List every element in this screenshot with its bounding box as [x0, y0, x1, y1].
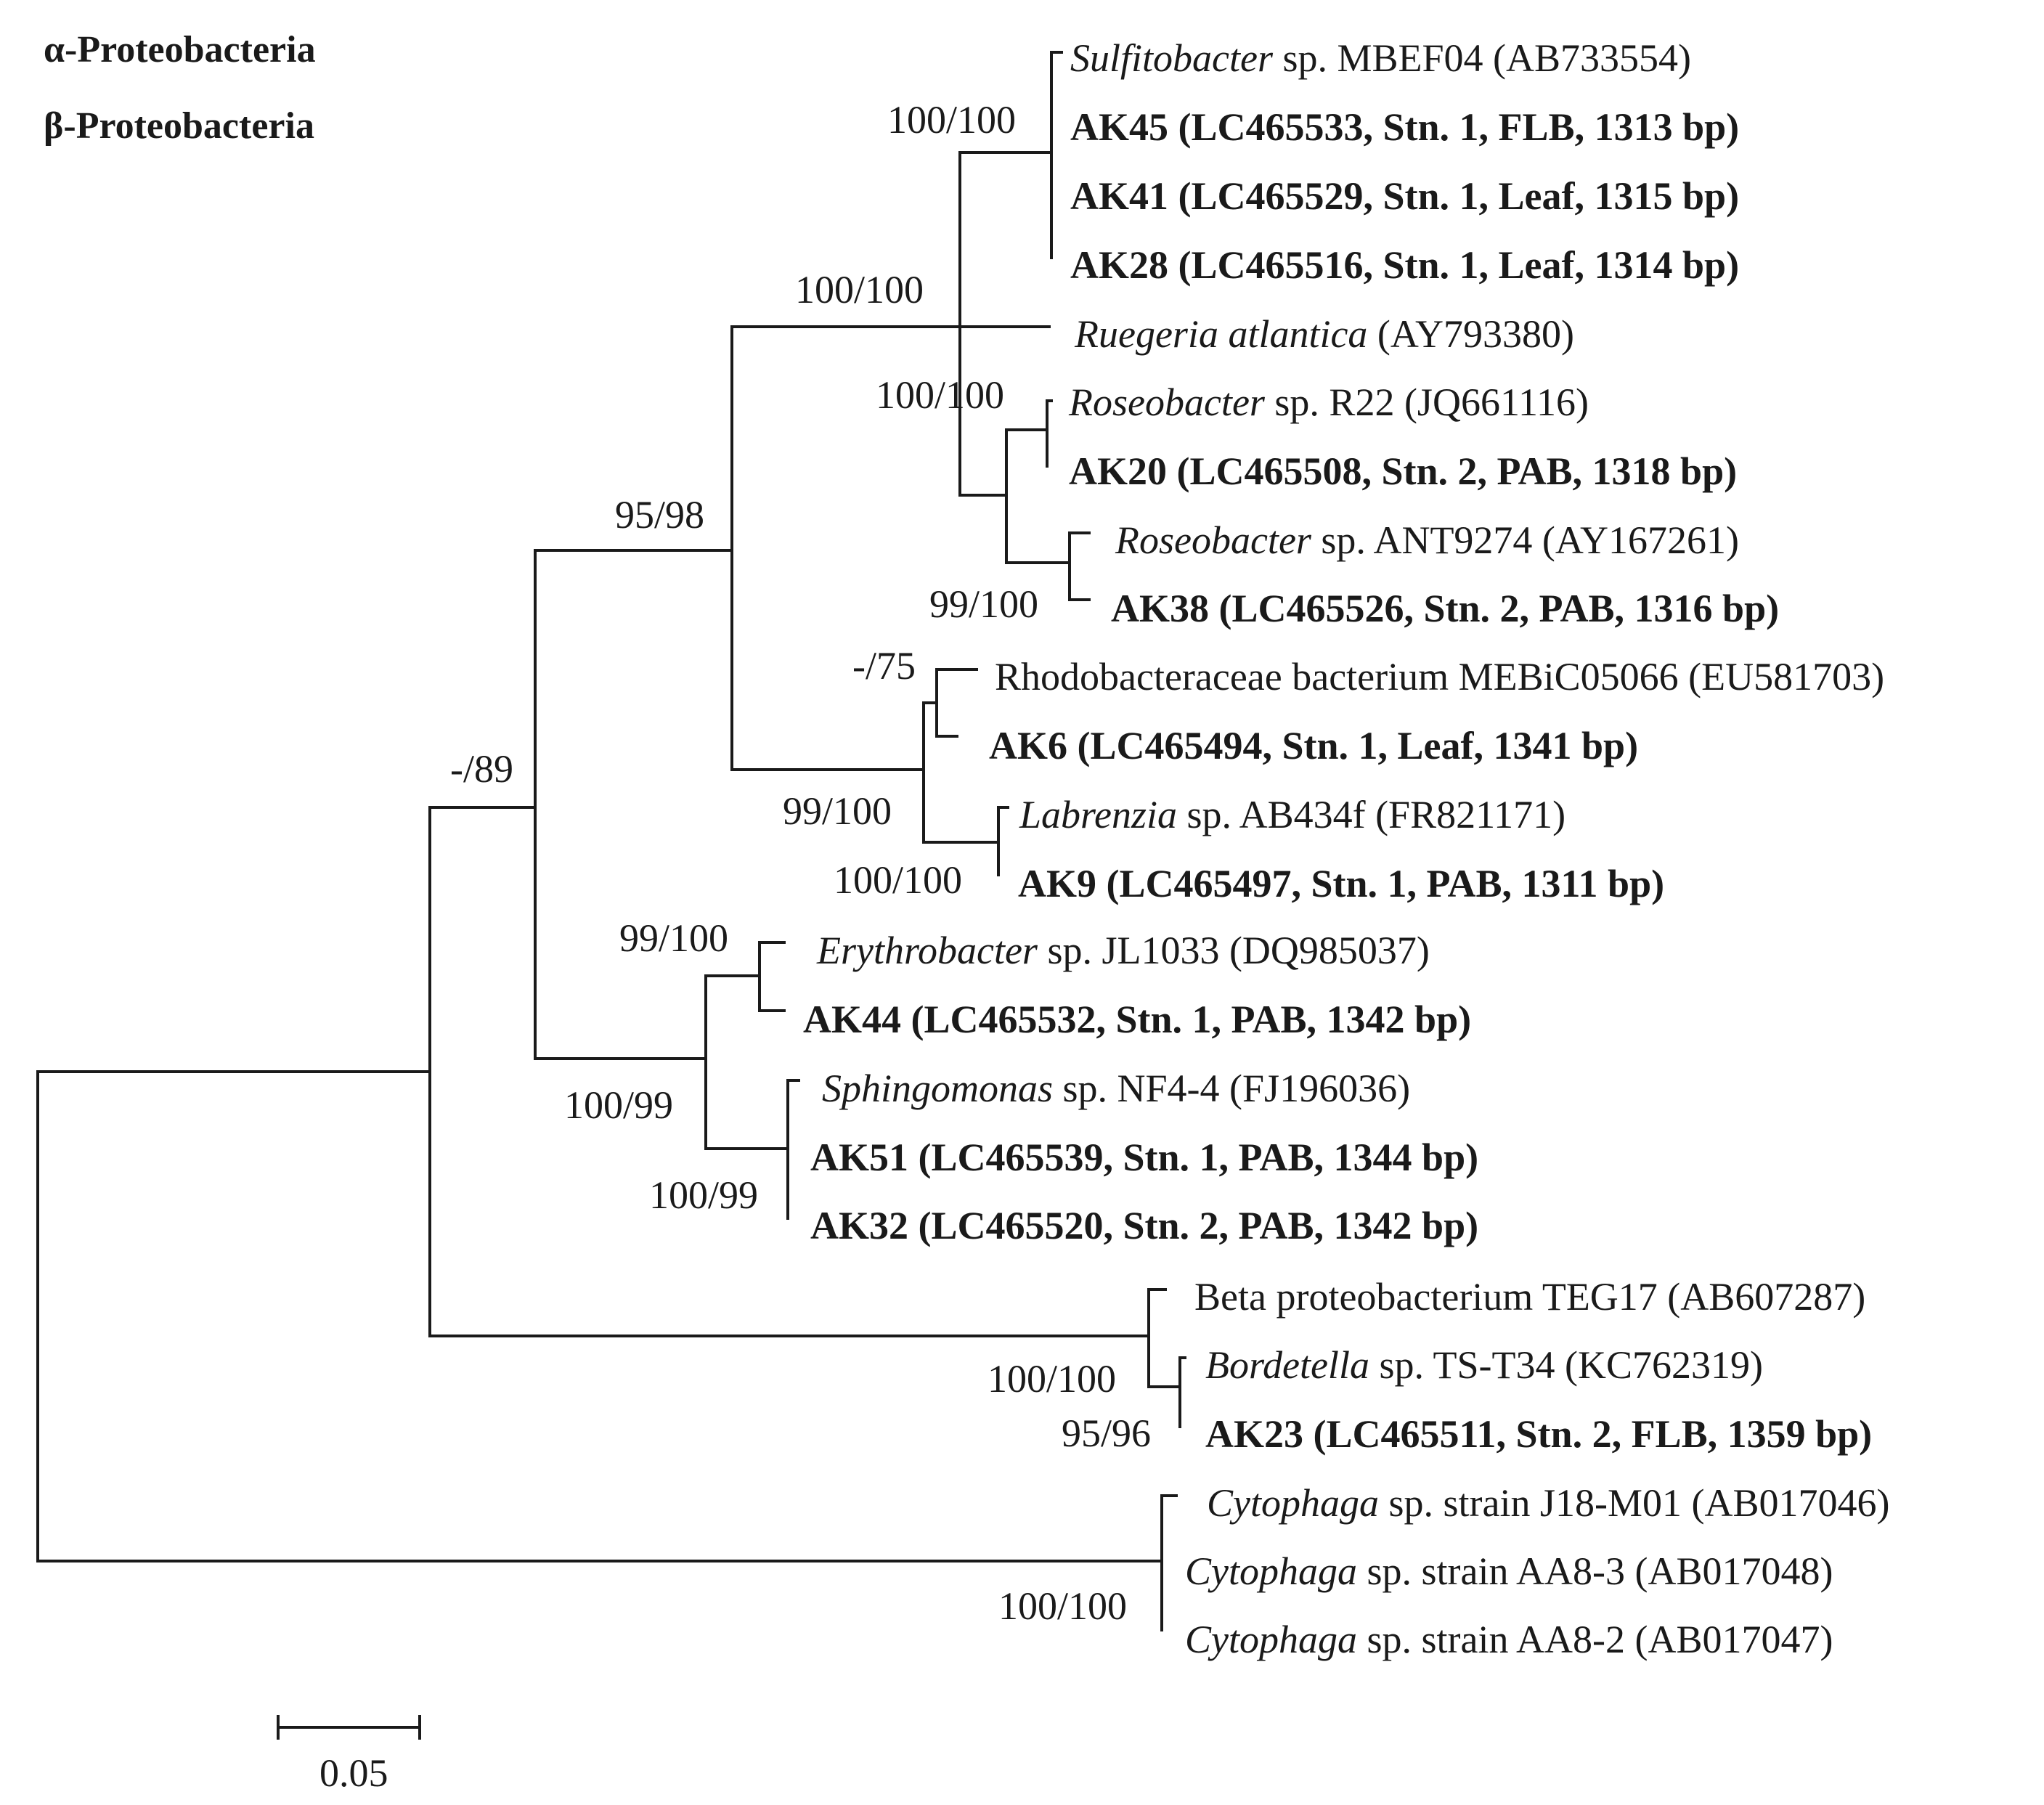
bootstrap-value: 100/100 — [998, 1584, 1127, 1628]
taxon-label: AK44 (LC465532, Stn. 1, PAB, 1342 bp) — [803, 998, 1471, 1041]
beta-proteobacteria-heading: β-Proteobacteria — [44, 105, 314, 147]
taxon-label: AK9 (LC465497, Stn. 1, PAB, 1311 bp) — [1018, 862, 1664, 905]
taxon-label: Ruegeria atlantica (AY793380) — [1074, 312, 1574, 356]
bootstrap-value: 95/96 — [1062, 1411, 1151, 1455]
alpha-proteobacteria-heading: α-Proteobacteria — [44, 29, 316, 70]
bootstrap-value: 99/100 — [929, 582, 1038, 626]
bootstrap-value: -/75 — [852, 644, 916, 688]
support-values: 100/100 100/100 100/100 99/100 95/98 -/7… — [450, 98, 1151, 1628]
bootstrap-value: 100/100 — [795, 268, 924, 311]
bootstrap-value: 100/100 — [876, 373, 1004, 417]
taxon-label: Bordetella sp. TS-T34 (KC762319) — [1205, 1343, 1763, 1387]
taxon-label: AK32 (LC465520, Stn. 2, PAB, 1342 bp) — [810, 1204, 1478, 1247]
taxa-labels: Sulfitobacter sp. MBEF04 (AB733554) AK45… — [803, 36, 1889, 1661]
taxon-label: Roseobacter sp. R22 (JQ661116) — [1068, 380, 1589, 424]
taxon-label: Sulfitobacter sp. MBEF04 (AB733554) — [1070, 36, 1691, 80]
taxon-label: Cytophaga sp. strain J18-M01 (AB017046) — [1207, 1481, 1889, 1525]
taxon-label: AK23 (LC465511, Stn. 2, FLB, 1359 bp) — [1205, 1412, 1872, 1456]
taxon-label: AK6 (LC465494, Stn. 1, Leaf, 1341 bp) — [989, 724, 1638, 767]
bootstrap-value: 100/100 — [887, 98, 1016, 142]
bootstrap-value: 100/100 — [988, 1357, 1116, 1401]
bootstrap-value: 100/100 — [834, 858, 962, 902]
bootstrap-value: 100/99 — [564, 1083, 673, 1127]
taxon-label: AK20 (LC465508, Stn. 2, PAB, 1318 bp) — [1069, 449, 1737, 493]
bootstrap-value: 100/99 — [649, 1173, 758, 1217]
taxon-label: Beta proteobacterium TEG17 (AB607287) — [1194, 1275, 1865, 1319]
taxon-label: AK41 (LC465529, Stn. 1, Leaf, 1315 bp) — [1070, 174, 1739, 218]
taxon-label: Erythrobacter sp. JL1033 (DQ985037) — [816, 929, 1430, 972]
taxon-label: AK51 (LC465539, Stn. 1, PAB, 1344 bp) — [810, 1136, 1478, 1179]
taxon-label: AK45 (LC465533, Stn. 1, FLB, 1313 bp) — [1070, 105, 1739, 149]
scale-bar-label: 0.05 — [319, 1751, 388, 1795]
bootstrap-value: 95/98 — [615, 493, 704, 537]
taxon-label: Labrenzia sp. AB434f (FR821171) — [1019, 793, 1565, 836]
taxon-label: Roseobacter sp. ANT9274 (AY167261) — [1115, 518, 1739, 562]
taxon-label: Cytophaga sp. strain AA8-2 (AB017047) — [1185, 1618, 1833, 1661]
bootstrap-value: 99/100 — [783, 789, 892, 833]
scale-bar: 0.05 — [277, 1715, 421, 1795]
taxon-label: Sphingomonas sp. NF4-4 (FJ196036) — [822, 1067, 1410, 1110]
bootstrap-value: -/89 — [450, 747, 513, 791]
tree-branches — [36, 51, 1186, 1631]
bootstrap-value: 99/100 — [619, 916, 728, 960]
taxon-label: Cytophaga sp. strain AA8-3 (AB017048) — [1185, 1549, 1833, 1593]
taxon-label: Rhodobacteraceae bacterium MEBiC05066 (E… — [995, 655, 1884, 698]
taxon-label: AK38 (LC465526, Stn. 2, PAB, 1316 bp) — [1111, 587, 1779, 630]
taxon-label: AK28 (LC465516, Stn. 1, Leaf, 1314 bp) — [1070, 243, 1739, 287]
